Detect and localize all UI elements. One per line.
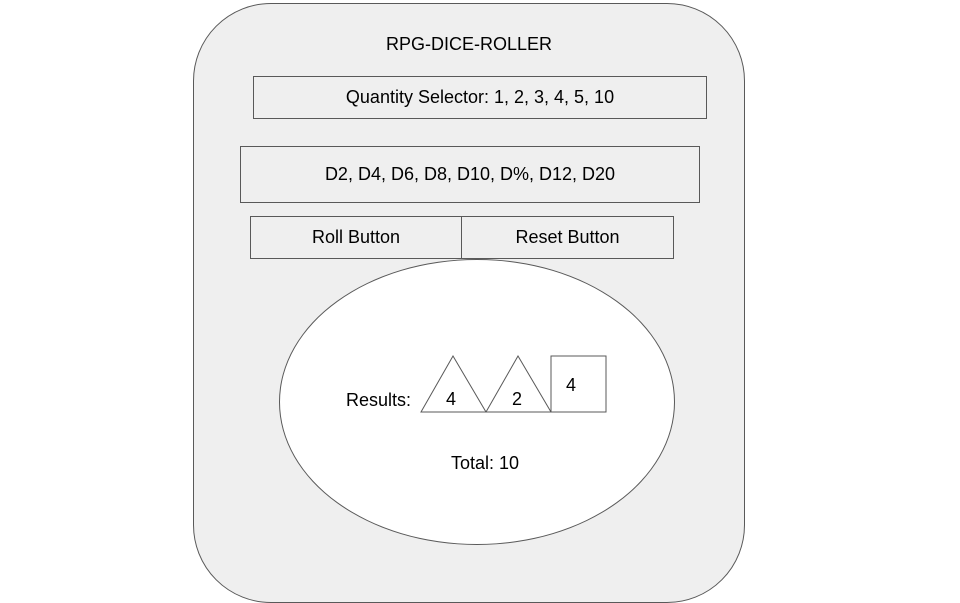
dice-type-selector[interactable]: D2, D4, D6, D8, D10, D%, D12, D20 bbox=[240, 146, 700, 203]
die-3-value: 4 bbox=[565, 375, 576, 395]
roll-button[interactable]: Roll Button bbox=[250, 216, 462, 259]
reset-button[interactable]: Reset Button bbox=[461, 216, 674, 259]
total-text: Total: 10 bbox=[450, 453, 520, 473]
quantity-selector[interactable]: Quantity Selector: 1, 2, 3, 4, 5, 10 bbox=[253, 76, 707, 119]
die-1-value: 4 bbox=[445, 389, 456, 409]
die-2-value: 2 bbox=[511, 389, 522, 409]
results-area bbox=[279, 259, 675, 545]
app-title: RPG-DICE-ROLLER bbox=[385, 34, 553, 54]
results-label: Results: bbox=[346, 390, 412, 410]
